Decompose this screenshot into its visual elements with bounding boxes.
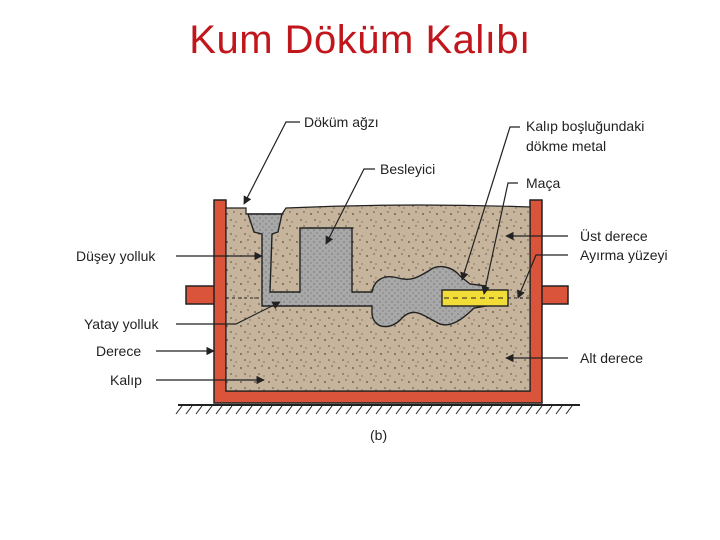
caption-b: (b) <box>370 427 387 443</box>
leader-yatay-yolluk <box>176 301 281 325</box>
core <box>441 289 509 307</box>
leader-ayirma-yuzeyi <box>517 254 568 299</box>
leader-kalip-boslugu <box>460 126 520 281</box>
leader-besleyici <box>325 168 375 245</box>
label-dokum-agzi: Döküm ağzı <box>304 114 379 130</box>
label-kalip-boslugu-1: Kalıp boşluğundaki <box>526 118 644 134</box>
label-kalip: Kalıp <box>110 372 142 388</box>
metal-channels <box>247 213 487 328</box>
label-alt-derece: Alt derece <box>580 350 643 366</box>
label-kalip-boslugu-2: dökme metal <box>526 138 606 154</box>
label-besleyici: Besleyici <box>380 161 435 177</box>
leader-lines <box>156 121 568 385</box>
label-derece: Derece <box>96 343 141 359</box>
leader-dokum-agzi <box>243 121 300 205</box>
label-maca: Maça <box>526 175 560 191</box>
slide-title: Kum Döküm Kalıbı <box>189 18 531 62</box>
leader-maca <box>481 182 518 295</box>
label-ayirma-yuzeyi: Ayırma yüzeyi <box>580 247 668 263</box>
label-ust-derece: Üst derece <box>580 227 648 244</box>
label-dusey-yolluk: Düşey yolluk <box>76 248 156 264</box>
label-yatay-yolluk: Yatay yolluk <box>84 316 159 332</box>
ground <box>175 404 580 415</box>
